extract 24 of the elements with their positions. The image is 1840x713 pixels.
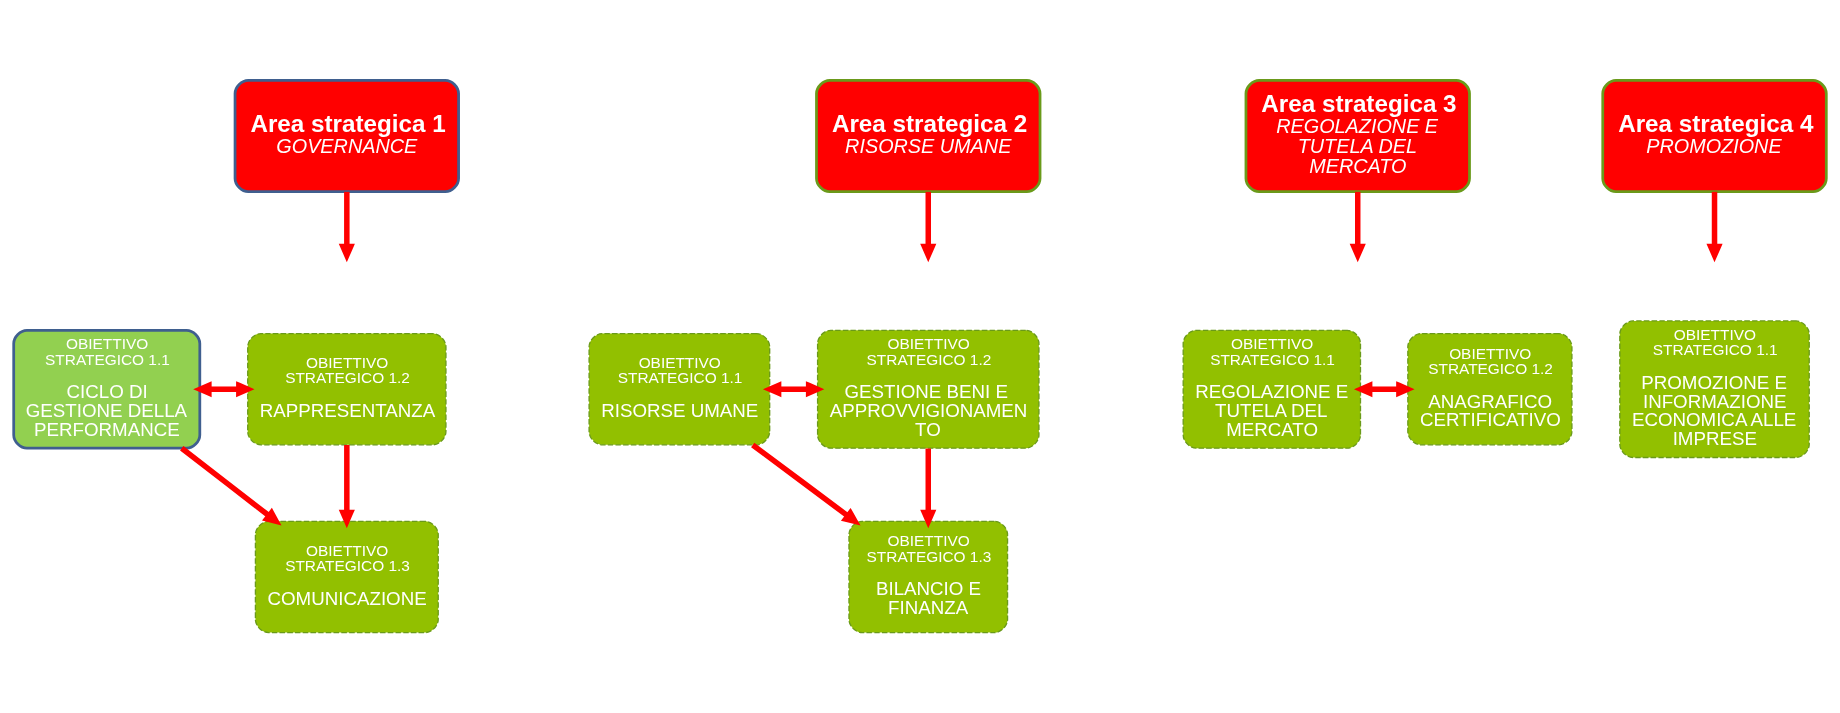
arrow [1706, 191, 1723, 263]
node-box: OBIETTIVO STRATEGICO 1.2 GESTIONE BENI E APPROVVIGIONAMENTO [816, 329, 1040, 449]
node-box: OBIETTIVO STRATEGICO 1.1 CICLO DI GESTIONE DELLA PERFORMANCE [12, 328, 202, 450]
arrow [1349, 191, 1366, 263]
node-box: OBIETTIVO STRATEGICO 1.1 RISORSE UMANE [588, 332, 771, 446]
node-box: OBIETTIVO STRATEGICO 1.1 PROMOZIONE E INFORMAZIONE ECONOMICA ALLE IMPRESE [1619, 320, 1810, 459]
node-box: OBIETTIVO STRATEGICO 1.1 REGOLAZIONE E TUTELA DEL MERCATO [1182, 329, 1362, 449]
node-box: OBIETTIVO STRATEGICO 1.2 RAPPRESENTANZA [247, 332, 447, 446]
arrow [920, 191, 937, 263]
arrow [338, 445, 355, 529]
arrow [762, 381, 825, 398]
arrow [1353, 381, 1415, 398]
node-box: OBIETTIVO STRATEGICO 1.2 ANAGRAFICO CERTIFICATIVO [1407, 332, 1573, 446]
arrow [180, 446, 282, 526]
arrow [338, 191, 355, 263]
node-box: Area strategica 2 RISORSE UMANE [815, 79, 1042, 193]
node-box: Area strategica 3 REGOLAZIONE E TUTELA DEL MERCATO [1244, 79, 1471, 193]
arrow [193, 381, 255, 398]
arrow [751, 442, 861, 526]
node-box: Area strategica 1 GOVERNANCE [233, 79, 460, 193]
arrow [920, 448, 937, 529]
node-box: Area strategica 4 PROMOZIONE [1601, 79, 1828, 193]
node-box: OBIETTIVO STRATEGICO 1.3 COMUNICAZIONE [254, 520, 439, 634]
node-box: OBIETTIVO STRATEGICO 1.3 BILANCIO E FINANZA [848, 520, 1009, 634]
